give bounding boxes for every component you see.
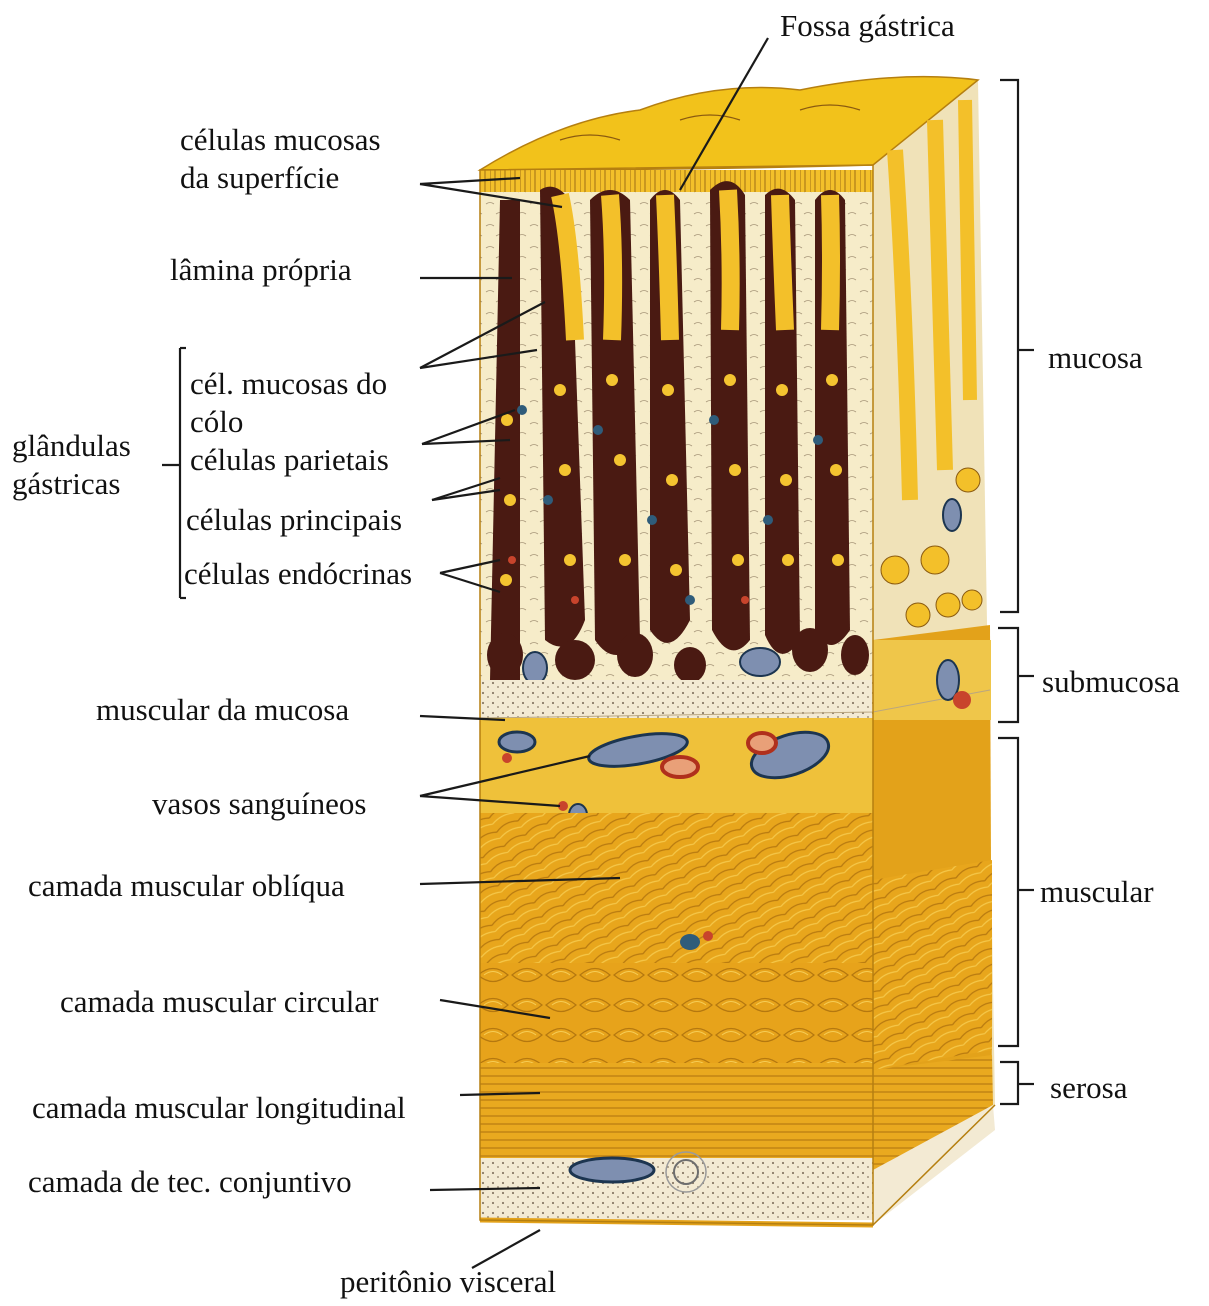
label-peritonio-visceral: peritônio visceral [340,1264,556,1300]
label-celulas-parietais: células parietais [190,442,389,478]
longitudinal-muscle-layer [480,1063,873,1158]
label-muscular-da-mucosa: muscular da mucosa [96,692,349,728]
label-celulas-mucosas-superficie-line2: da superfície [180,160,339,196]
label-camada-muscular-longitudinal: camada muscular longitudinal [32,1090,406,1126]
label-cel-mucosas-colo-line2: cólo [190,404,243,440]
surface-epithelium [480,170,873,192]
label-camada-tec-conjuntivo: camada de tec. conjuntivo [28,1164,352,1200]
label-celulas-mucosas-superficie-line1: células mucosas [180,122,381,158]
label-fossa-gastrica: Fossa gástrica [780,8,955,44]
label-cel-mucosas-colo-line1: cél. mucosas do [190,366,387,402]
label-celulas-principais: células principais [186,502,402,538]
label-vasos-sanguineos: vasos sanguíneos [152,786,366,822]
label-celulas-endocrinas: células endócrinas [184,556,412,592]
label-mucosa: mucosa [1048,340,1143,376]
label-glandulas-line2: gástricas [12,466,120,502]
muscularis-mucosae-band [480,680,873,718]
label-camada-muscular-circular: camada muscular circular [60,984,378,1020]
label-glandulas-line1: glândulas [12,428,131,464]
label-camada-muscular-obliqua: camada muscular oblíqua [28,868,345,904]
label-submucosa: submucosa [1042,664,1180,700]
label-serosa: serosa [1050,1070,1127,1106]
oblique-muscle-layer [480,813,873,963]
label-lamina-propria: lâmina própria [170,252,352,288]
circular-muscle-layer [480,963,873,1063]
label-muscular: muscular [1040,874,1154,910]
